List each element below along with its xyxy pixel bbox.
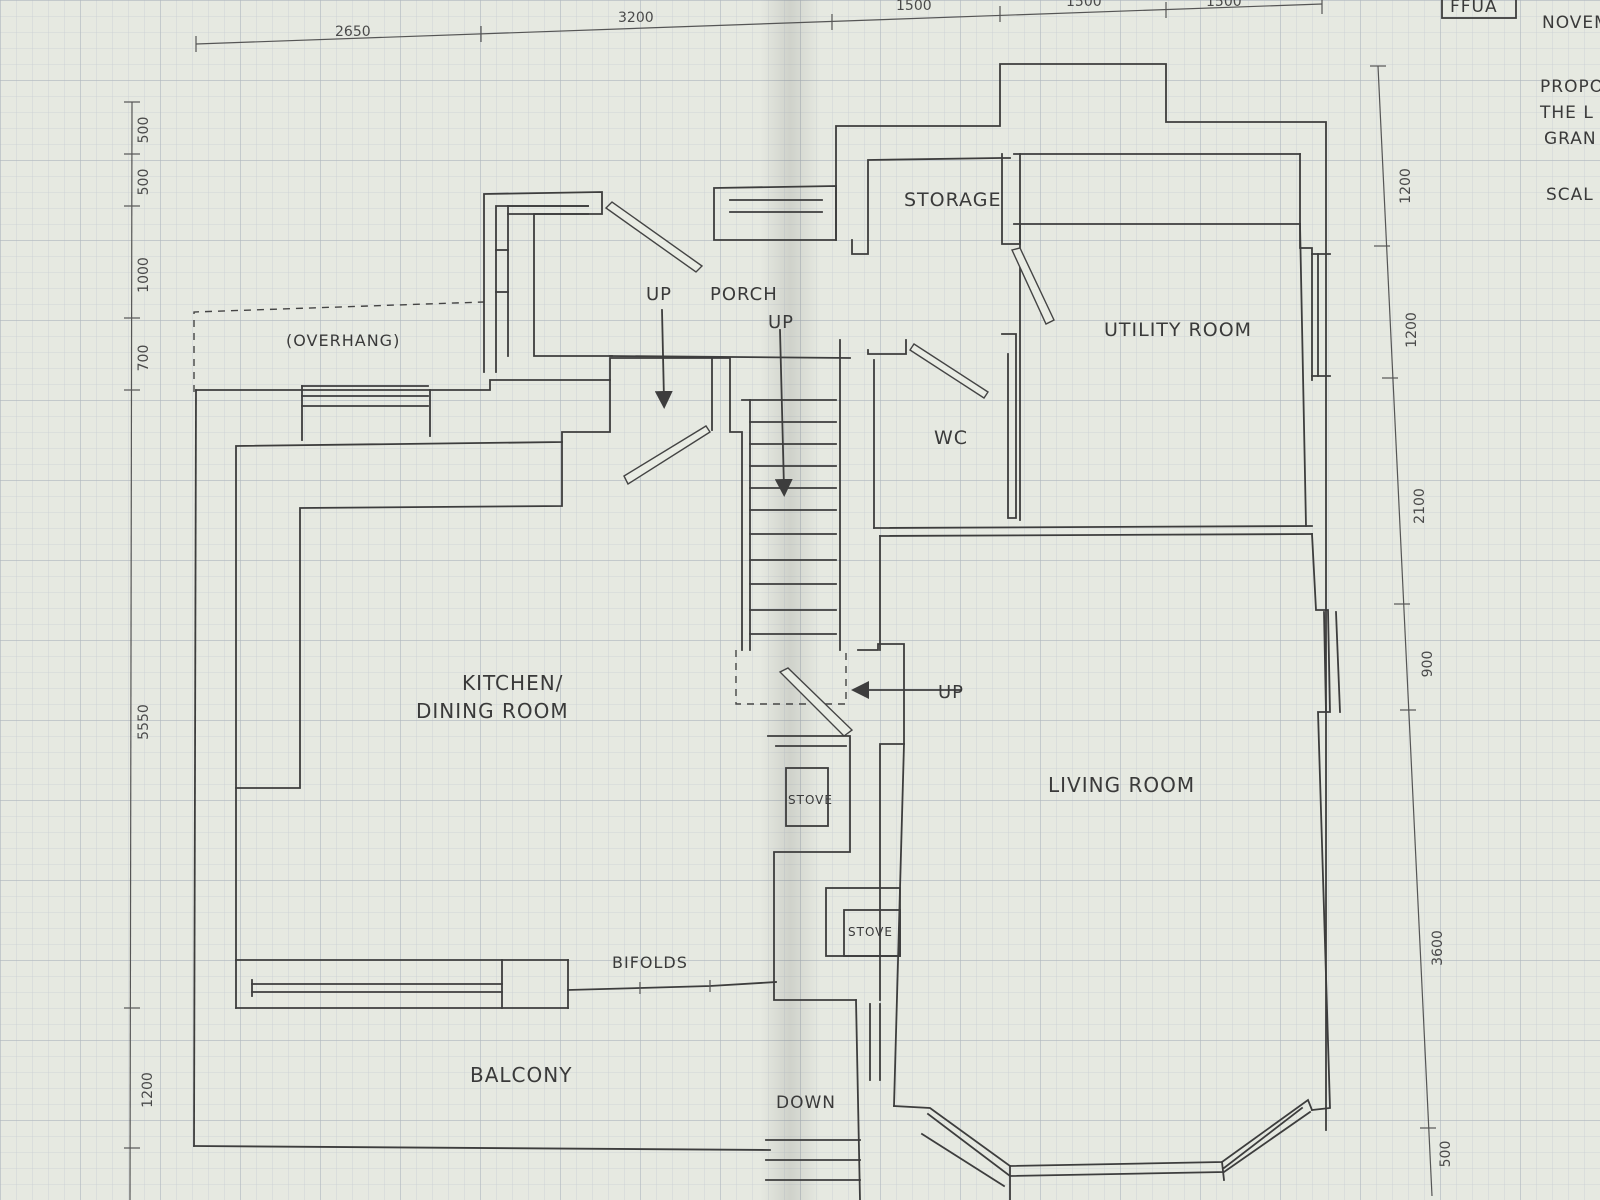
dim-right-5: 3600 bbox=[1430, 930, 1446, 966]
dim-right-1: 1200 bbox=[1398, 168, 1414, 204]
label-balcony: BALCONY bbox=[470, 1063, 572, 1087]
dim-left-6: 1200 bbox=[140, 1072, 156, 1108]
label-up-stairs: UP bbox=[768, 312, 794, 333]
dim-left-1: 500 bbox=[136, 117, 152, 144]
room-labels: STORAGE PORCH (OVERHANG) UTILITY ROOM WC… bbox=[286, 189, 1252, 1113]
note-line4: GRAN bbox=[1544, 129, 1597, 149]
wc-door bbox=[909, 343, 989, 399]
dim-left-2: 500 bbox=[136, 169, 152, 196]
dim-left-3: 1000 bbox=[136, 257, 152, 293]
note-stamp: FFUA bbox=[1450, 0, 1498, 17]
note-line3: THE L bbox=[1539, 103, 1594, 123]
label-up-porch: UP bbox=[646, 284, 672, 305]
label-down: DOWN bbox=[776, 1093, 836, 1113]
dim-top-3: 1500 bbox=[896, 0, 932, 14]
utility-door bbox=[1011, 247, 1055, 325]
kitchen-walls bbox=[193, 357, 777, 1151]
left-dimension-line: 500 500 1000 700 5550 1200 bbox=[124, 101, 156, 1200]
stairs bbox=[623, 309, 961, 737]
title-stamp-box bbox=[1441, 0, 1517, 19]
dim-right-2: 1200 bbox=[1404, 312, 1420, 348]
chimney bbox=[767, 643, 905, 1001]
dim-left-4: 700 bbox=[136, 345, 152, 372]
label-kitchen-line1: KITCHEN/ bbox=[462, 671, 563, 695]
overhang bbox=[193, 301, 485, 392]
dim-top-1: 2650 bbox=[335, 24, 371, 40]
label-stove-left: STOVE bbox=[788, 793, 833, 807]
label-overhang: (OVERHANG) bbox=[286, 331, 400, 350]
dim-right-3: 2100 bbox=[1412, 488, 1428, 524]
top-dimension-line: 2650 3200 1500 1500 1500 bbox=[195, 0, 1323, 52]
stair-door bbox=[778, 667, 854, 737]
stove-right bbox=[843, 909, 901, 957]
label-wc: WC bbox=[934, 427, 968, 449]
title-block: FFUA NOVEM PROPOS THE L GRAN SCAL bbox=[1441, 0, 1600, 205]
dim-left-5: 5550 bbox=[136, 704, 152, 740]
dim-right-6: 500 bbox=[1438, 1141, 1454, 1168]
porch-walls bbox=[483, 185, 851, 373]
right-walls bbox=[765, 63, 1341, 1200]
label-up-hall: UP bbox=[938, 682, 964, 703]
label-kitchen-line2: DINING ROOM bbox=[416, 699, 569, 723]
dim-right-4: 900 bbox=[1420, 651, 1436, 678]
note-line2: PROPOS bbox=[1540, 77, 1600, 97]
stove-left bbox=[785, 767, 829, 827]
arrow-up-porch bbox=[654, 309, 673, 409]
label-utility-room: UTILITY ROOM bbox=[1104, 319, 1252, 341]
dim-top-5: 1500 bbox=[1206, 0, 1242, 10]
note-line5: SCAL bbox=[1546, 185, 1594, 205]
right-dimension-line: 1200 1200 2100 900 3600 500 bbox=[1370, 65, 1454, 1197]
label-living-room: LIVING ROOM bbox=[1048, 773, 1195, 797]
label-porch: PORCH bbox=[710, 284, 778, 305]
hall-door bbox=[623, 425, 711, 486]
dim-top-4: 1500 bbox=[1066, 0, 1102, 10]
arrow-up-stairs bbox=[774, 329, 793, 497]
label-storage: STORAGE bbox=[904, 189, 1001, 211]
page-fold bbox=[760, 0, 820, 1200]
dim-top-2: 3200 bbox=[618, 10, 654, 26]
label-bifolds: BIFOLDS bbox=[612, 953, 688, 972]
label-stove-right: STOVE bbox=[848, 925, 893, 939]
porch-door bbox=[604, 201, 704, 273]
note-line1: NOVEM bbox=[1542, 13, 1600, 33]
